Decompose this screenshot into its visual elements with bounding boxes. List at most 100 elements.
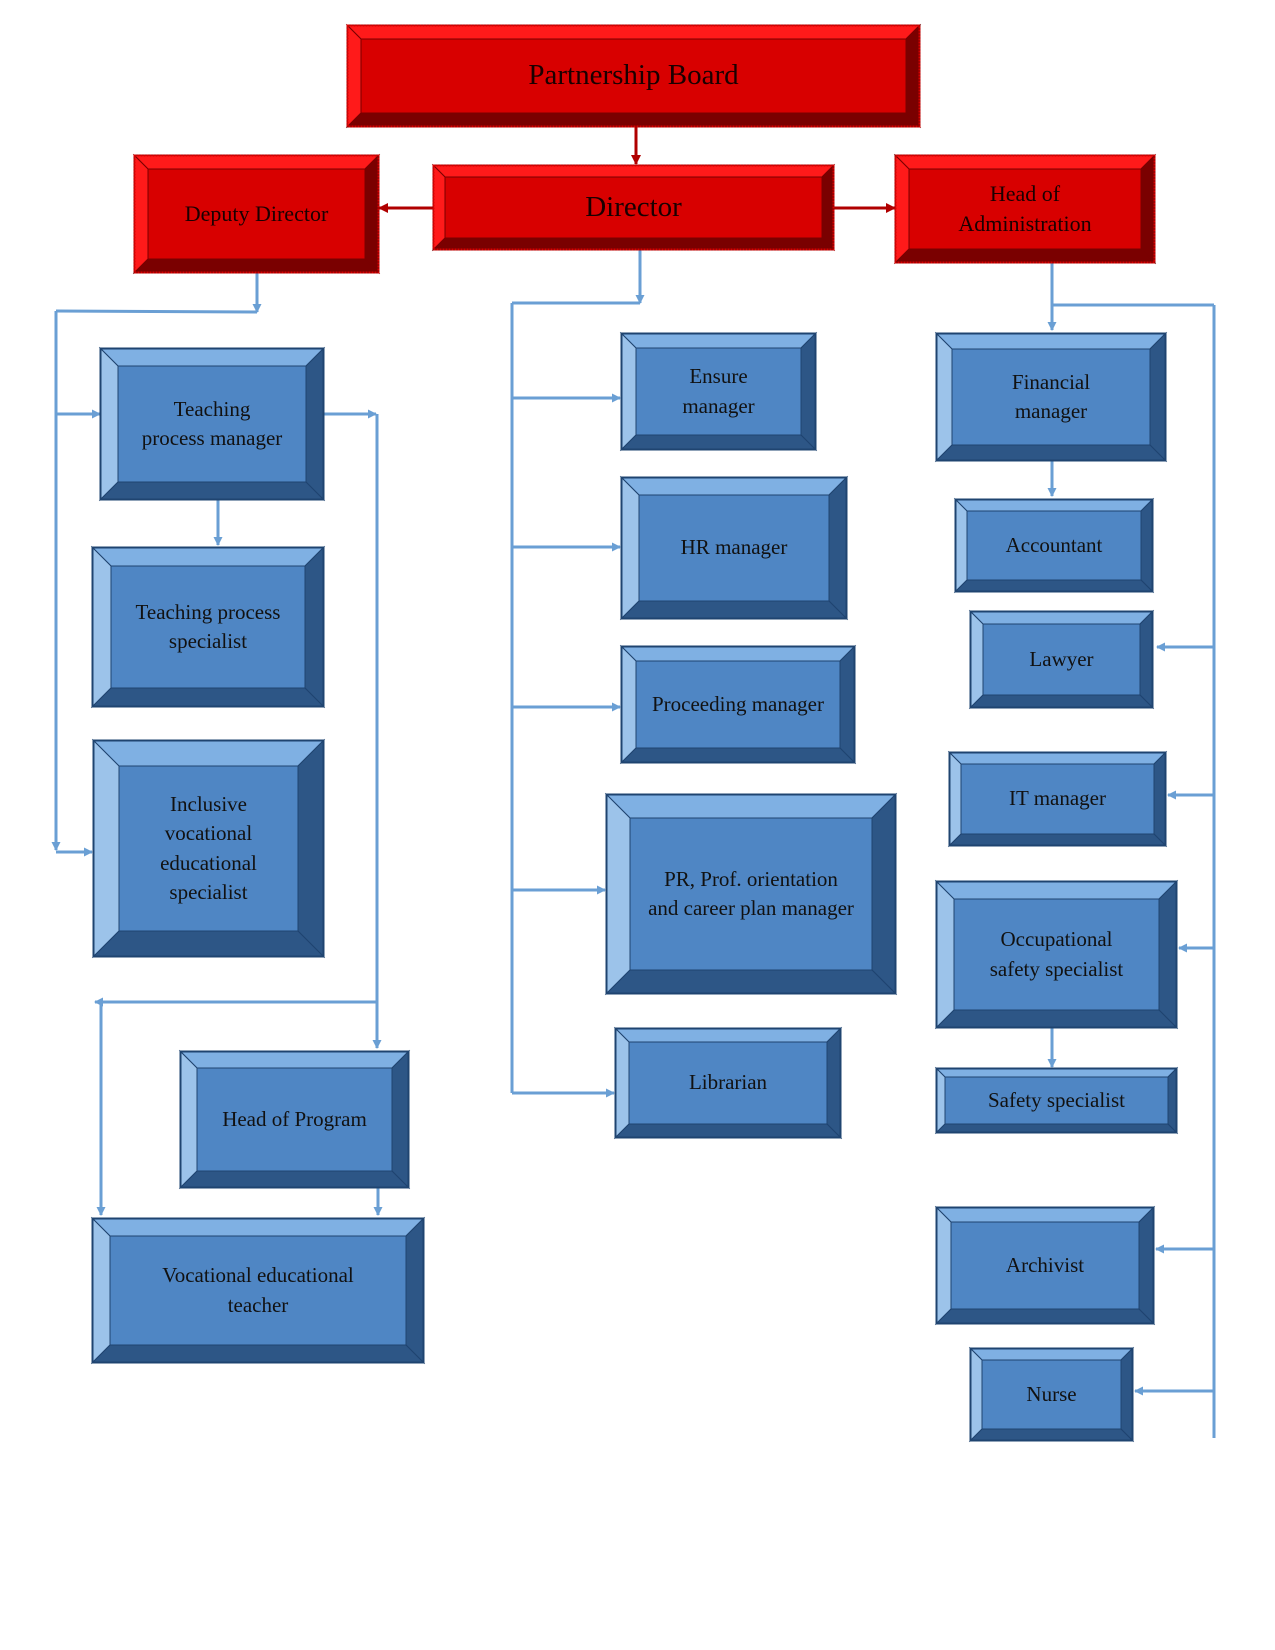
label-line: Archivist <box>1005 1252 1085 1277</box>
box-bevel <box>934 1205 1156 1326</box>
bevel-bottom <box>178 1170 411 1189</box>
box-outline <box>620 476 848 620</box>
box-face <box>109 1235 407 1346</box>
box-bevel <box>953 497 1155 594</box>
label-line: Lawyer <box>1029 646 1094 671</box>
bevel-right <box>1140 153 1156 265</box>
box-face <box>196 1067 393 1172</box>
bevel-left <box>179 1049 198 1190</box>
accountant-box: Accountant <box>953 497 1155 594</box>
box-outline <box>935 1067 1178 1134</box>
label-line: Head of Program <box>222 1106 367 1131</box>
box-outline <box>179 1050 410 1189</box>
director-box: Director <box>431 163 836 252</box>
box-outline <box>99 347 325 501</box>
box-bevel <box>619 331 818 452</box>
bevel-right <box>391 1049 410 1190</box>
bevel-left <box>133 153 149 275</box>
box-label-lines: Safety specialist <box>988 1086 1125 1115</box>
bevel-left <box>620 475 640 621</box>
bevel-bottom <box>934 444 1168 462</box>
bevel-right <box>800 331 817 452</box>
label-line: and career plan manager <box>648 896 854 920</box>
nurse-box: Nurse <box>968 1346 1135 1443</box>
bevel-bottom <box>132 258 381 274</box>
box-bevel <box>604 792 898 996</box>
box-bevel <box>619 644 857 765</box>
box-label-lines: Partnership Board <box>528 56 738 95</box>
label-line: Teaching process <box>135 599 281 624</box>
bevel-bottom <box>934 1009 1179 1029</box>
bevel-bottom <box>345 112 922 128</box>
box-outline <box>620 332 817 451</box>
label-line: Vocational educational <box>162 1263 354 1288</box>
box-bevel <box>132 153 381 275</box>
bevel-right <box>1153 750 1167 848</box>
box-label-lines: Lawyer <box>1029 645 1093 674</box>
box-label-lines: Head of Program <box>222 1105 367 1134</box>
bevel-right <box>1138 1205 1155 1326</box>
bevel-bottom <box>613 1123 843 1139</box>
box-outline <box>133 154 380 274</box>
box-face <box>118 765 299 932</box>
box-face <box>638 494 830 602</box>
box-label: Lawyer <box>983 624 1140 695</box>
hr-manager-box: HR manager <box>619 475 849 621</box>
box-bevel <box>98 346 326 502</box>
label-line: manager <box>682 393 755 418</box>
bevel-right <box>821 163 835 252</box>
box-outline <box>954 498 1154 593</box>
label-line: Partnership Board <box>528 59 739 92</box>
bevel-bottom <box>90 687 326 708</box>
bevel-top <box>968 1347 1135 1361</box>
lawyer-box: Lawyer <box>968 609 1155 710</box>
bevel-left <box>91 1216 111 1365</box>
box-face <box>635 347 802 436</box>
box-outline <box>894 154 1156 264</box>
bevel-top <box>90 1217 426 1237</box>
box-outline <box>620 645 856 764</box>
label-line: vocational <box>164 821 253 846</box>
box-outline <box>969 1347 1134 1442</box>
box-bevel <box>934 331 1168 463</box>
bevel-left <box>620 644 637 765</box>
safety-specialist-box: Safety specialist <box>934 1066 1179 1135</box>
bevel-bottom <box>968 694 1155 709</box>
deputy-branch-line <box>55 309 258 314</box>
box-outline <box>935 332 1167 462</box>
bevel-right <box>1140 497 1154 594</box>
bevel-bottom <box>953 579 1155 593</box>
bevel-left <box>948 750 962 848</box>
box-label-lines: Librarian <box>689 1068 767 1097</box>
bevel-right <box>826 1026 842 1140</box>
box-bevel <box>90 545 326 709</box>
bevel-right <box>304 545 325 709</box>
box-face <box>982 623 1141 696</box>
bevel-top <box>968 610 1155 625</box>
box-bevel <box>619 475 849 621</box>
label-line: Head of <box>989 181 1061 207</box>
bevel-top <box>934 332 1168 350</box>
box-bevel <box>968 609 1155 710</box>
bevel-left <box>91 545 112 709</box>
box-face <box>960 763 1155 835</box>
label-line: Occupational <box>1000 927 1113 952</box>
bevel-top <box>90 546 326 567</box>
box-label: Safety specialist <box>945 1077 1168 1124</box>
box-outline <box>91 1217 425 1364</box>
box-label-lines: Nurse <box>1026 1380 1076 1409</box>
box-outline <box>432 164 835 251</box>
bevel-left <box>620 331 637 452</box>
